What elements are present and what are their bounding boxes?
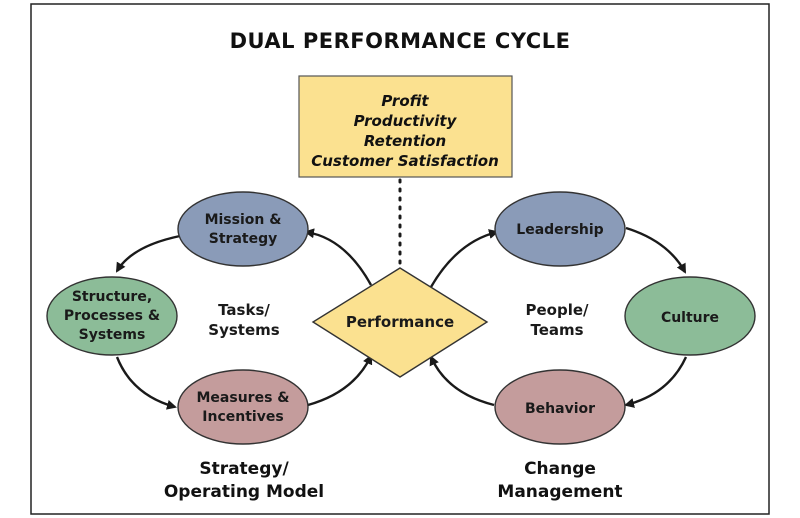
node-mission-line2: Strategy <box>209 231 277 247</box>
arrow-behavior-to-performance <box>429 355 495 407</box>
node-mission-strategy-shape <box>177 191 309 267</box>
node-culture: Culture <box>624 276 756 356</box>
performance-diamond-shape <box>311 267 489 378</box>
outcome-profit: Profit <box>381 92 429 110</box>
diagram-title: DUAL PERFORMANCE CYCLE <box>230 29 571 53</box>
performance-label: Performance <box>346 313 454 331</box>
arrow-structure-to-measures <box>115 356 177 410</box>
outcome-retention: Retention <box>364 132 446 150</box>
node-leadership-label: Leadership <box>516 222 603 238</box>
node-structure-line1: Structure, <box>72 289 152 305</box>
arrow-culture-to-behavior <box>624 356 688 408</box>
node-culture-label: Culture <box>661 310 719 326</box>
outcome-productivity: Productivity <box>354 112 458 130</box>
left-caption-line1: Strategy/ <box>199 459 289 479</box>
outcomes-box: Profit Productivity Retention Customer S… <box>298 75 513 178</box>
node-structure-shape <box>46 276 178 356</box>
right-cycle-label-line2: Teams <box>530 321 583 339</box>
node-measures-line2: Incentives <box>202 409 283 425</box>
node-structure-line2: Processes & <box>64 308 160 324</box>
arrow-performance-to-leadership <box>429 229 499 288</box>
node-behavior-shape <box>494 369 626 445</box>
node-behavior-label: Behavior <box>525 401 595 417</box>
node-mission-line1: Mission & <box>205 212 282 228</box>
node-mission-strategy: Mission & Strategy <box>177 191 309 267</box>
node-culture-shape <box>624 276 756 356</box>
node-measures-incentives: Measures & Incentives <box>177 369 309 445</box>
node-measures-shape <box>177 369 309 445</box>
node-leadership-shape <box>494 191 626 267</box>
arrow-performance-to-mission <box>304 228 373 286</box>
outcomes-box-bg <box>298 75 513 178</box>
node-behavior: Behavior <box>494 369 626 445</box>
right-caption-line1: Change <box>524 459 596 479</box>
node-structure-processes-systems: Structure, Processes & Systems <box>46 276 178 356</box>
left-caption-line2: Operating Model <box>164 482 324 502</box>
performance-diamond: Performance <box>311 267 489 378</box>
outcome-customer-satisfaction: Customer Satisfaction <box>311 152 499 170</box>
arrow-leadership-to-culture <box>625 226 687 274</box>
node-leadership: Leadership <box>494 191 626 267</box>
node-measures-line1: Measures & <box>197 390 290 406</box>
arrow-mission-to-structure <box>115 234 181 273</box>
arrow-measures-to-performance <box>307 354 373 407</box>
right-cycle-label-line1: People/ <box>525 301 589 319</box>
left-cycle-label-line2: Systems <box>208 321 279 339</box>
left-cycle-label-line1: Tasks/ <box>218 301 270 319</box>
right-caption-line2: Management <box>497 482 622 502</box>
node-structure-line3: Systems <box>79 327 146 343</box>
